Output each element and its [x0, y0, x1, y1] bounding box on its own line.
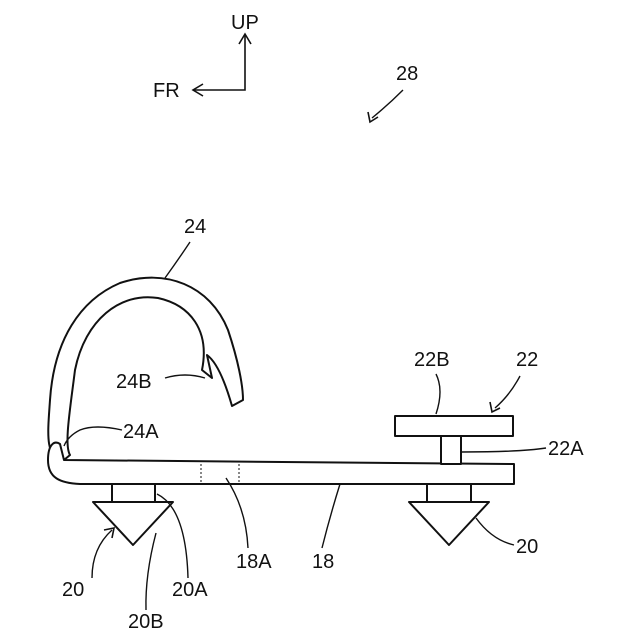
label-20-left: 20	[62, 579, 84, 601]
orientation-indicator: UP FR	[153, 12, 259, 102]
clip-right-stem	[427, 484, 471, 502]
label-22b: 22B	[414, 349, 450, 371]
clip-left-stem-20a	[112, 484, 155, 502]
leader-18	[322, 484, 340, 548]
leader-24b	[165, 375, 205, 378]
label-24: 24	[184, 216, 206, 238]
top-mount-stem-22a	[441, 436, 461, 464]
leader-22	[495, 376, 520, 408]
leader-20-left	[92, 530, 112, 578]
clip-right-head	[409, 502, 489, 545]
leader-24	[165, 242, 190, 278]
orientation-axes	[193, 34, 245, 90]
label-24b: 24B	[116, 371, 152, 393]
leader-20b	[146, 533, 156, 610]
label-22a: 22A	[548, 438, 584, 460]
clip-20-left	[93, 484, 173, 545]
label-18: 18	[312, 551, 334, 573]
leader-18a	[226, 478, 248, 548]
label-24a: 24A	[123, 421, 159, 443]
label-20a: 20A	[172, 579, 208, 601]
leader-22b	[436, 374, 440, 414]
leader-24a	[64, 427, 122, 446]
label-20b: 20B	[128, 611, 164, 633]
label-28: 28	[396, 63, 418, 85]
front-label: FR	[153, 80, 180, 102]
up-label: UP	[231, 12, 259, 34]
top-mount-plate-22b	[395, 416, 513, 436]
label-18a: 18A	[236, 551, 272, 573]
leader-20-right	[476, 518, 514, 545]
clip-20-right	[409, 484, 489, 545]
assembly-reference: 28	[368, 63, 418, 122]
label-20-right: 20	[516, 536, 538, 558]
label-22: 22	[516, 349, 538, 371]
leader-28	[372, 90, 403, 118]
arrow-22-icon	[490, 402, 500, 412]
leader-22a	[462, 448, 546, 452]
